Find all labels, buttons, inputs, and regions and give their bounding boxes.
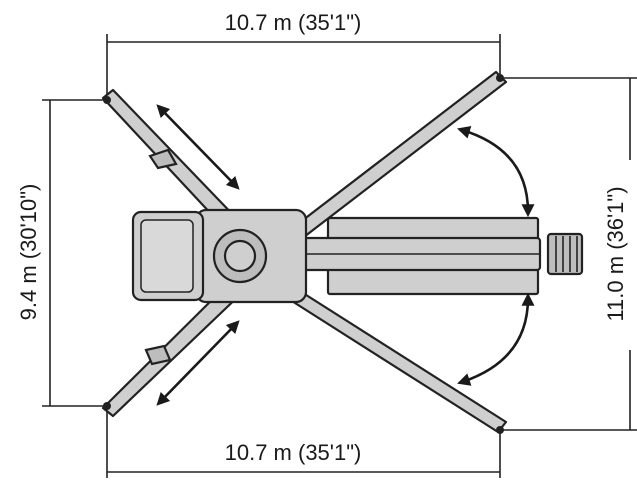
bottom-width-label: 10.7 m (35'1") (225, 440, 362, 465)
outrigger-foot-rl (103, 402, 111, 410)
extend-arrow-icon (156, 320, 240, 406)
outrigger-foot-fl (103, 96, 111, 104)
outrigger-foot-fr (496, 74, 504, 82)
left-height-label: 9.4 m (30'10") (16, 184, 41, 321)
rotate-arrow-icon (457, 292, 535, 386)
extend-arrow-icon (156, 104, 240, 190)
outrigger-front-right (288, 70, 508, 242)
machine-body (131, 208, 584, 304)
motion-arrows (156, 104, 535, 406)
rotate-arrow-icon (457, 126, 535, 218)
outrigger-foot-rr (496, 426, 504, 434)
top-width-label: 10.7 m (35'1") (225, 10, 362, 35)
right-height-label: 11.0 m (36'1") (603, 186, 628, 321)
dimension-lines (42, 34, 637, 478)
outrigger-rear-right (282, 284, 508, 434)
